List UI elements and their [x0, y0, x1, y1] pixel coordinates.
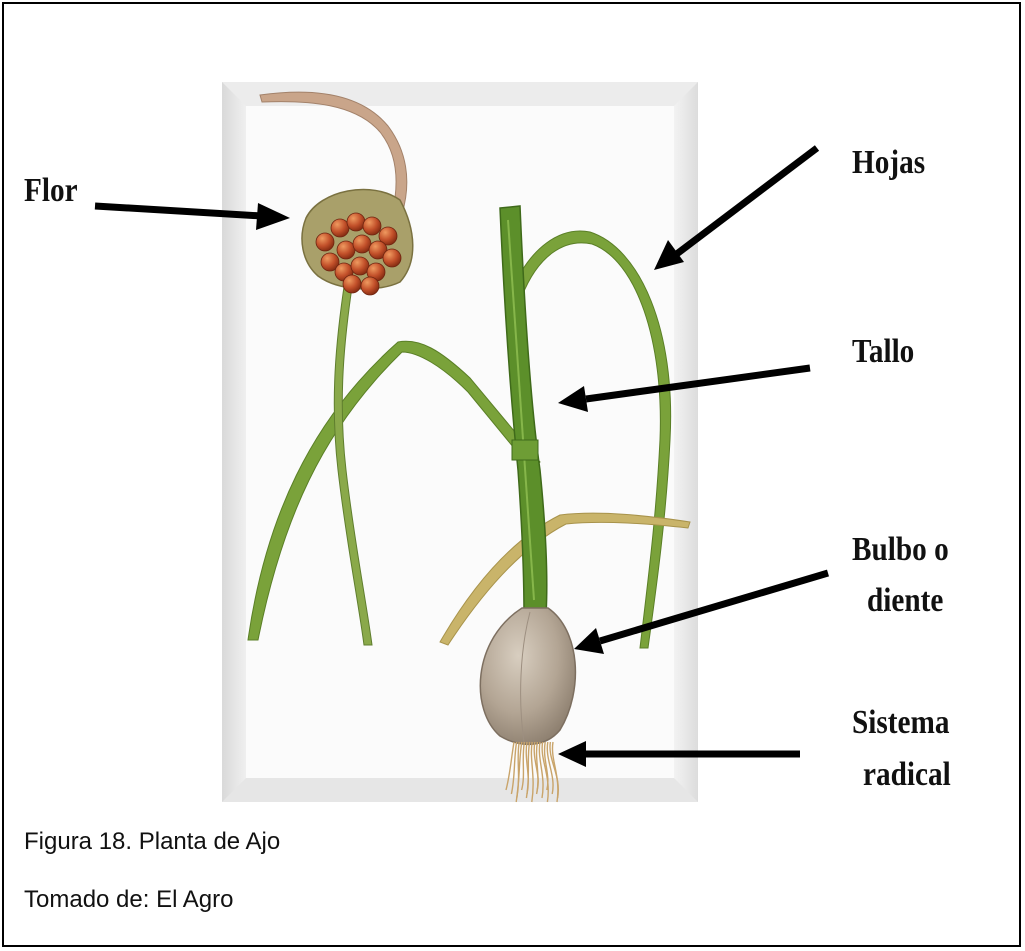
bulblet: [316, 233, 334, 251]
bulblet: [383, 249, 401, 267]
label-hojas: Hojas: [852, 142, 925, 183]
label-flor: Flor: [24, 170, 78, 211]
label-tallo: Tallo: [852, 331, 914, 372]
bulblet: [351, 257, 369, 275]
label-sistema-line1: Sistema: [852, 702, 949, 743]
label-bulbo-line1: Bulbo o: [852, 529, 949, 570]
source-caption: Tomado de: El Agro: [24, 886, 233, 914]
bulblet: [337, 241, 355, 259]
figure-caption: Figura 18. Planta de Ajo: [24, 828, 280, 856]
bulblet: [363, 217, 381, 235]
bulblet: [347, 213, 365, 231]
bulblet: [361, 277, 379, 295]
bulblet: [343, 275, 361, 293]
bulblet: [353, 235, 371, 253]
label-sistema-line2: radical: [863, 754, 951, 795]
bulblet: [331, 219, 349, 237]
label-bulbo-line2: diente: [867, 580, 943, 621]
illustration-card: [222, 82, 698, 802]
arrow-flor: [95, 203, 290, 230]
